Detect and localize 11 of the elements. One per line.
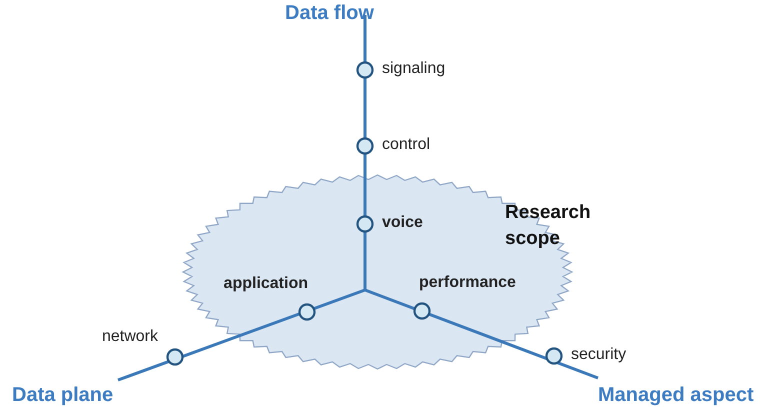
cloud-title: Research scope [505, 201, 592, 251]
point-label: performance [419, 274, 516, 292]
point-label: application [224, 275, 308, 293]
point-label: network [102, 328, 158, 346]
point-label: signaling [382, 60, 446, 78]
axis-title: Managed aspect [598, 384, 754, 407]
point-label: voice [382, 214, 423, 232]
axis-title: Data flow [285, 2, 374, 25]
point-label: security [571, 346, 626, 364]
axis-title: Data plane [12, 384, 114, 407]
point-label: control [382, 136, 430, 154]
